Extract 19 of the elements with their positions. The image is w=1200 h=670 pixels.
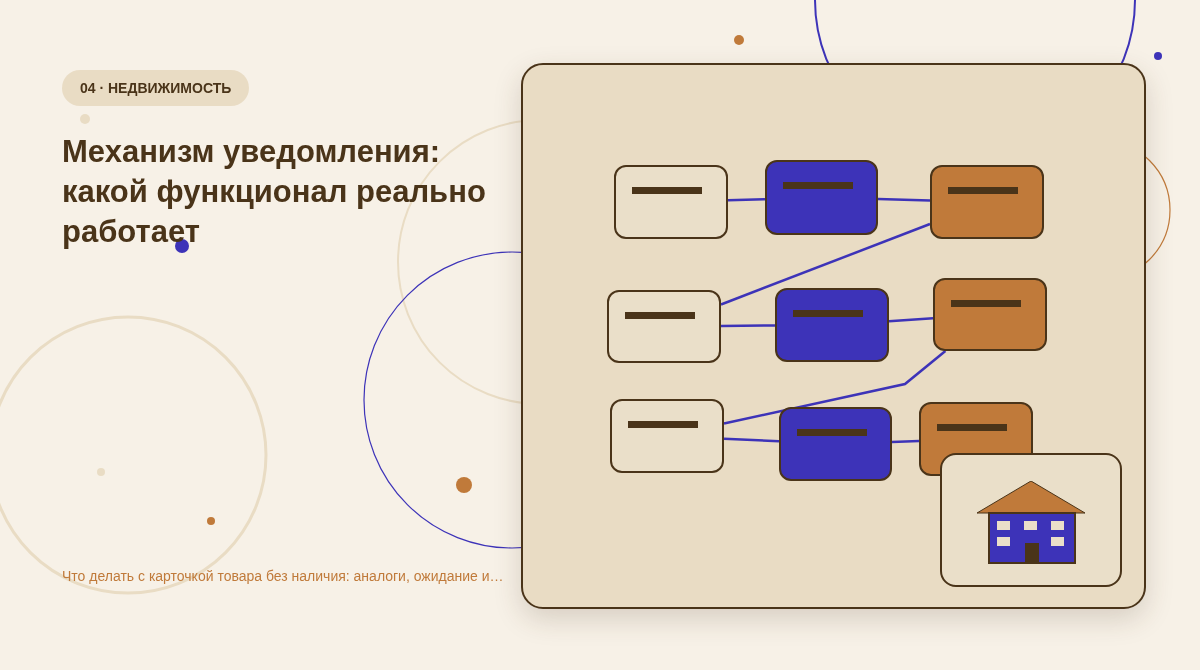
connector-line — [877, 197, 931, 202]
process-box — [610, 399, 724, 473]
process-box — [765, 160, 878, 235]
connector-line — [723, 437, 780, 443]
connector-line — [720, 222, 931, 306]
process-box — [930, 165, 1044, 239]
process-box — [775, 288, 889, 362]
connector-line — [721, 324, 775, 328]
connector-line — [727, 197, 766, 202]
process-box — [607, 290, 721, 363]
connector-line — [891, 439, 920, 444]
title: Механизм уведомления: какой функционал реально работает — [62, 133, 487, 251]
process-box — [614, 165, 728, 239]
connector-line — [723, 350, 947, 425]
connector-line — [888, 317, 934, 323]
category-tag: 04 · НЕДВИЖИМОСТЬ — [62, 70, 250, 106]
process-box — [933, 278, 1047, 351]
process-box — [779, 407, 892, 481]
caption: Что делать с карточкой товара без наличия: аналоги, ожидание и… — [62, 568, 504, 584]
